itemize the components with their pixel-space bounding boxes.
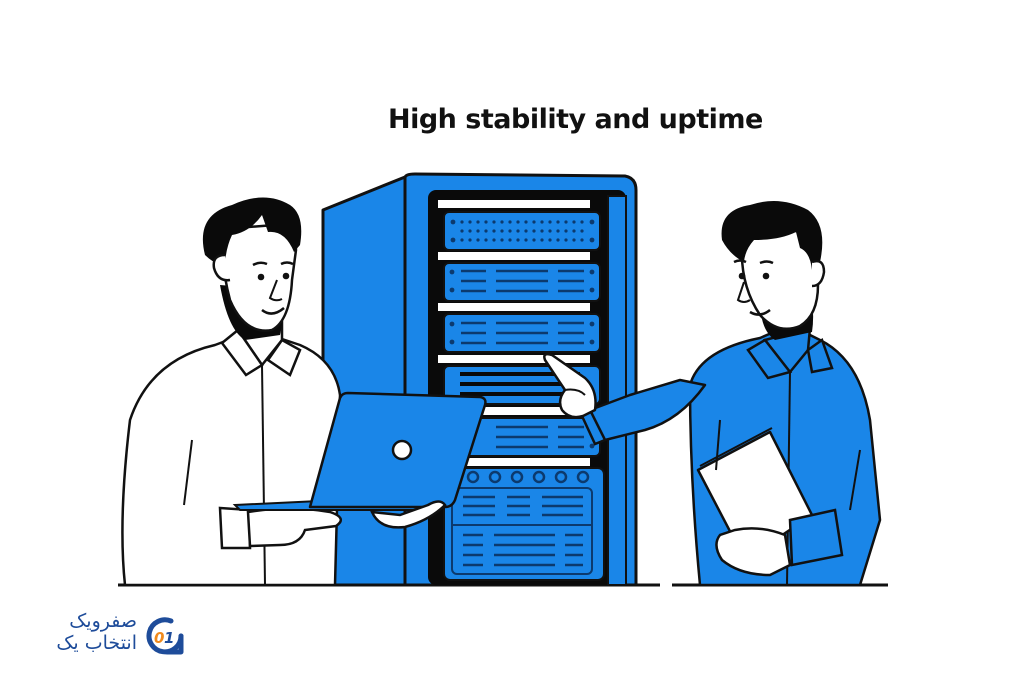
svg-text:1: 1 [164, 629, 174, 647]
headline: High stability and uptime [388, 104, 763, 135]
svg-text:0: 0 [154, 629, 164, 647]
logo-wordmark: صفرویک انتخاب یک [56, 610, 137, 654]
logo-line-1: صفرویک [69, 610, 137, 632]
logo-mark-icon: 0 1 [146, 617, 184, 655]
logo-line-2: انتخاب یک [56, 632, 137, 654]
laptop-icon [232, 391, 487, 529]
brand-logo[interactable]: صفرویک انتخاب یک 0 1 [25, 608, 195, 663]
server-rack-icon [321, 172, 638, 587]
right-person-icon [543, 201, 882, 587]
left-person-icon [121, 197, 343, 587]
